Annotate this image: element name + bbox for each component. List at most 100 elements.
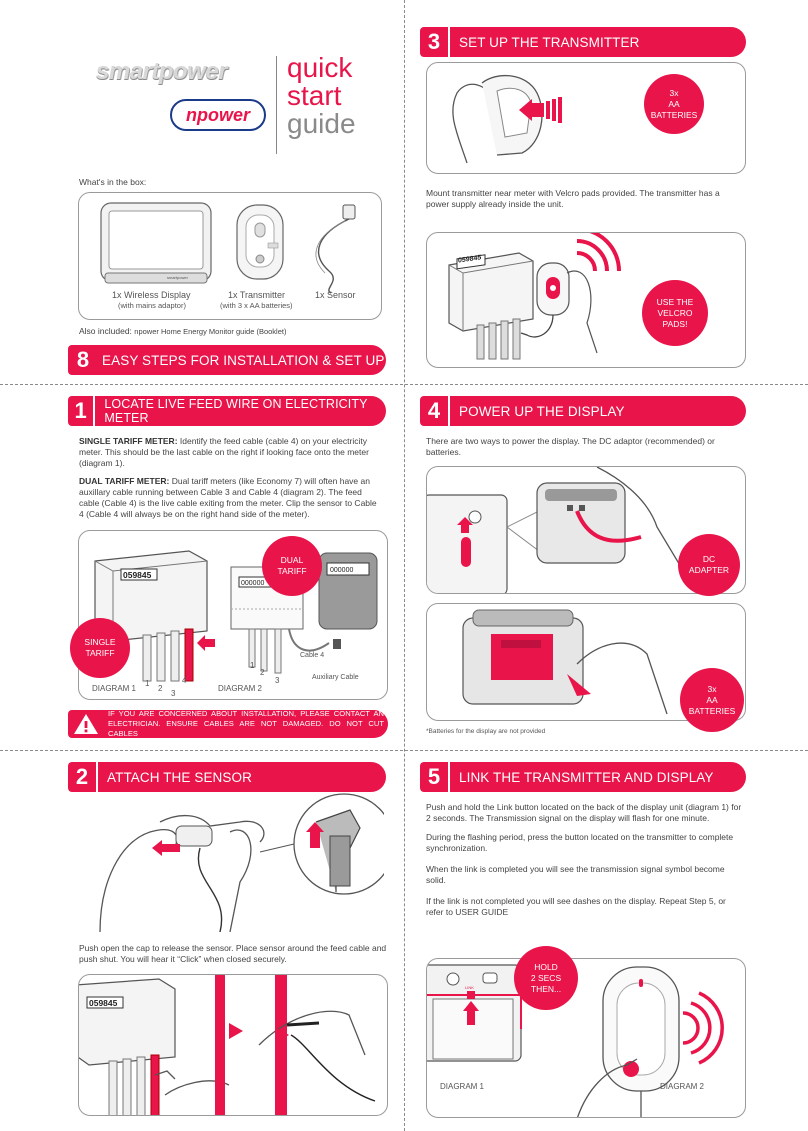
column-divider <box>404 0 405 1131</box>
box-item-transmitter-label: 1x Transmitter <box>228 290 286 300</box>
step3-text: Mount transmitter near meter with Velcro… <box>426 188 720 209</box>
diagram2-reading: 000000 <box>241 580 264 587</box>
step4-header: 4 POWER UP THE DISPLAY <box>420 396 746 426</box>
row-divider-2 <box>0 750 808 751</box>
quick-start-guide-title: quick start guide <box>287 54 356 138</box>
dual-meter-reading: 000000 <box>330 567 353 574</box>
step4-text: There are two ways to power the display.… <box>426 436 715 457</box>
step3-batteries-bubble: 3x AA BATTERIES <box>644 74 704 134</box>
cable-num-2: 2 <box>158 684 163 693</box>
step5-p1: Push and hold the Link button located on… <box>426 802 742 823</box>
eight-steps-banner: 8 EASY STEPS FOR INSTALLATION & SET UP <box>68 345 386 375</box>
step5-p2: During the flashing period, press the bu… <box>426 832 734 853</box>
box-illustration: smartpower <box>100 202 356 294</box>
step5-header: 5 LINK THE TRANSMITTER AND DISPLAY <box>420 762 746 792</box>
link-button-label: LINK <box>465 985 474 990</box>
step3-title: SET UP THE TRANSMITTER <box>459 34 640 50</box>
dc-adapter-bubble: DC ADAPTER <box>678 534 740 596</box>
warning-text: IF YOU ARE CONCERNED ABOUT INSTALLATION,… <box>108 709 384 738</box>
d2-cable-num-3: 3 <box>275 676 280 685</box>
step5-p3: When the link is completed you will see … <box>426 864 725 885</box>
diagram2-label: DIAGRAM 2 <box>218 684 263 693</box>
step5-title: LINK THE TRANSMITTER AND DISPLAY <box>459 769 714 785</box>
transmitter-in-hand <box>520 262 598 354</box>
cable4-label: Cable 4 <box>300 652 325 659</box>
step5-diagram1-label: DIAGRAM 1 <box>440 1082 485 1091</box>
step4-batteries-bubble: 3x AA BATTERIES <box>680 668 744 732</box>
step2-hands-illustration <box>80 792 395 933</box>
step5-p4: If the link is not completed you will se… <box>426 896 726 917</box>
step1-header: 1 LOCATE LIVE FEED WIRE ON ELECTRICITY M… <box>68 396 386 426</box>
eight-steps-label: EASY STEPS FOR INSTALLATION & SET UP <box>102 352 385 368</box>
svg-text:smartpower: smartpower <box>167 275 189 280</box>
box-item-display-label: 1x Wireless Display <box>112 290 191 300</box>
step1-title: LOCATE LIVE FEED WIRE ON ELECTRICITY MET… <box>104 397 368 425</box>
dual-tariff-bubble: DUAL TARIFF <box>262 536 322 596</box>
signal-waves <box>576 233 621 272</box>
step1-diagram-panel: 059845 000000 000000 <box>78 530 388 700</box>
step4-title: POWER UP THE DISPLAY <box>459 403 625 419</box>
transmitter-image <box>236 204 284 280</box>
step2-meter-illustration: 059845 <box>79 975 376 1115</box>
d2-cable-num-2: 2 <box>260 668 265 677</box>
step1-dual-label: DUAL TARIFF METER: <box>79 476 170 486</box>
step2-text: Push open the cap to release the sensor.… <box>79 943 387 964</box>
box-item-display-sub: (with mains adaptor) <box>118 301 186 310</box>
step1-warning-bar: IF YOU ARE CONCERNED ABOUT INSTALLATION,… <box>68 709 388 738</box>
step1-single-tariff-text: SINGLE TARIFF METER: Identify the feed c… <box>79 436 383 469</box>
step5-signal-waves <box>682 991 724 1065</box>
npower-text: npower <box>185 104 250 125</box>
npower-logo: npower <box>170 99 266 131</box>
eight-steps-number: 8 <box>76 347 90 372</box>
step5-link-illustration: LINK <box>427 964 724 1117</box>
hold-bubble: HOLD 2 SECS THEN... <box>514 946 578 1010</box>
step2-meter-reading: 059845 <box>89 998 118 1008</box>
d2-cable-num-1: 1 <box>250 661 255 670</box>
dual-tariff-meter: 000000 <box>318 552 378 649</box>
step2-title: ATTACH THE SENSOR <box>107 769 252 785</box>
step5-panel: LINK <box>426 958 746 1118</box>
logo-divider <box>276 56 277 154</box>
step4-battery-illustration <box>462 609 668 715</box>
sensor-image <box>315 204 356 294</box>
step4-dc-illustration <box>427 467 688 593</box>
step3-velcro-bubble: USE THE VELCRO PADS! <box>642 280 708 346</box>
box-contents-panel: smartpower <box>78 192 382 320</box>
warning-icon <box>74 714 98 734</box>
aux-cable-label: Auxiliary Cable <box>312 674 359 681</box>
smartpower-logo: smartpower <box>96 58 228 86</box>
wireless-display-image: smartpower <box>100 202 212 284</box>
step5-number: 5 <box>420 762 450 792</box>
row-divider-1 <box>0 384 808 385</box>
box-item-transmitter-sub: (with 3 x AA batteries) <box>220 301 293 310</box>
step1-dual-body: Dual tariff meters (like Economy 7) will… <box>79 476 377 519</box>
transmitter-press <box>577 966 680 1117</box>
also-included: Also included: npower Home Energy Monito… <box>79 326 286 337</box>
also-included-item: npower Home Energy Monitor guide (Bookle… <box>134 327 287 336</box>
single-tariff-bubble: SINGLE TARIFF <box>70 618 130 678</box>
title-line-quick: quick <box>287 52 353 83</box>
step5-diagram2-label: DIAGRAM 2 <box>660 1082 705 1091</box>
step4-number: 4 <box>420 396 450 426</box>
smartpower-text: smartpower <box>96 58 228 85</box>
display-back: LINK <box>427 964 522 1062</box>
also-included-label: Also included: <box>79 326 135 336</box>
step3-number: 3 <box>420 27 450 57</box>
step1-single-label: SINGLE TARIFF METER: <box>79 436 178 446</box>
step1-single-body: Identify the feed cable (cable 4) on you… <box>79 436 369 468</box>
diagram1-meter: 059845 <box>94 550 215 682</box>
title-line-start: start <box>287 80 342 111</box>
step1-dual-tariff-text: DUAL TARIFF METER: Dual tariff meters (l… <box>79 476 383 520</box>
title-line-guide: guide <box>287 108 356 139</box>
step3-battery-illustration <box>452 74 562 164</box>
diagram1-label: DIAGRAM 1 <box>92 684 137 693</box>
step2-number: 2 <box>68 762 98 792</box>
step3-meter-reading: 059845 <box>458 254 481 264</box>
step2-header: 2 ATTACH THE SENSOR <box>68 762 386 792</box>
cable-num-4: 4 <box>182 676 187 685</box>
cable-num-1: 1 <box>145 679 150 688</box>
box-item-sensor-label: 1x Sensor <box>315 290 356 300</box>
cable-num-3: 3 <box>171 689 176 698</box>
meter-box: 059845 <box>448 252 534 360</box>
step1-number: 1 <box>68 396 96 426</box>
